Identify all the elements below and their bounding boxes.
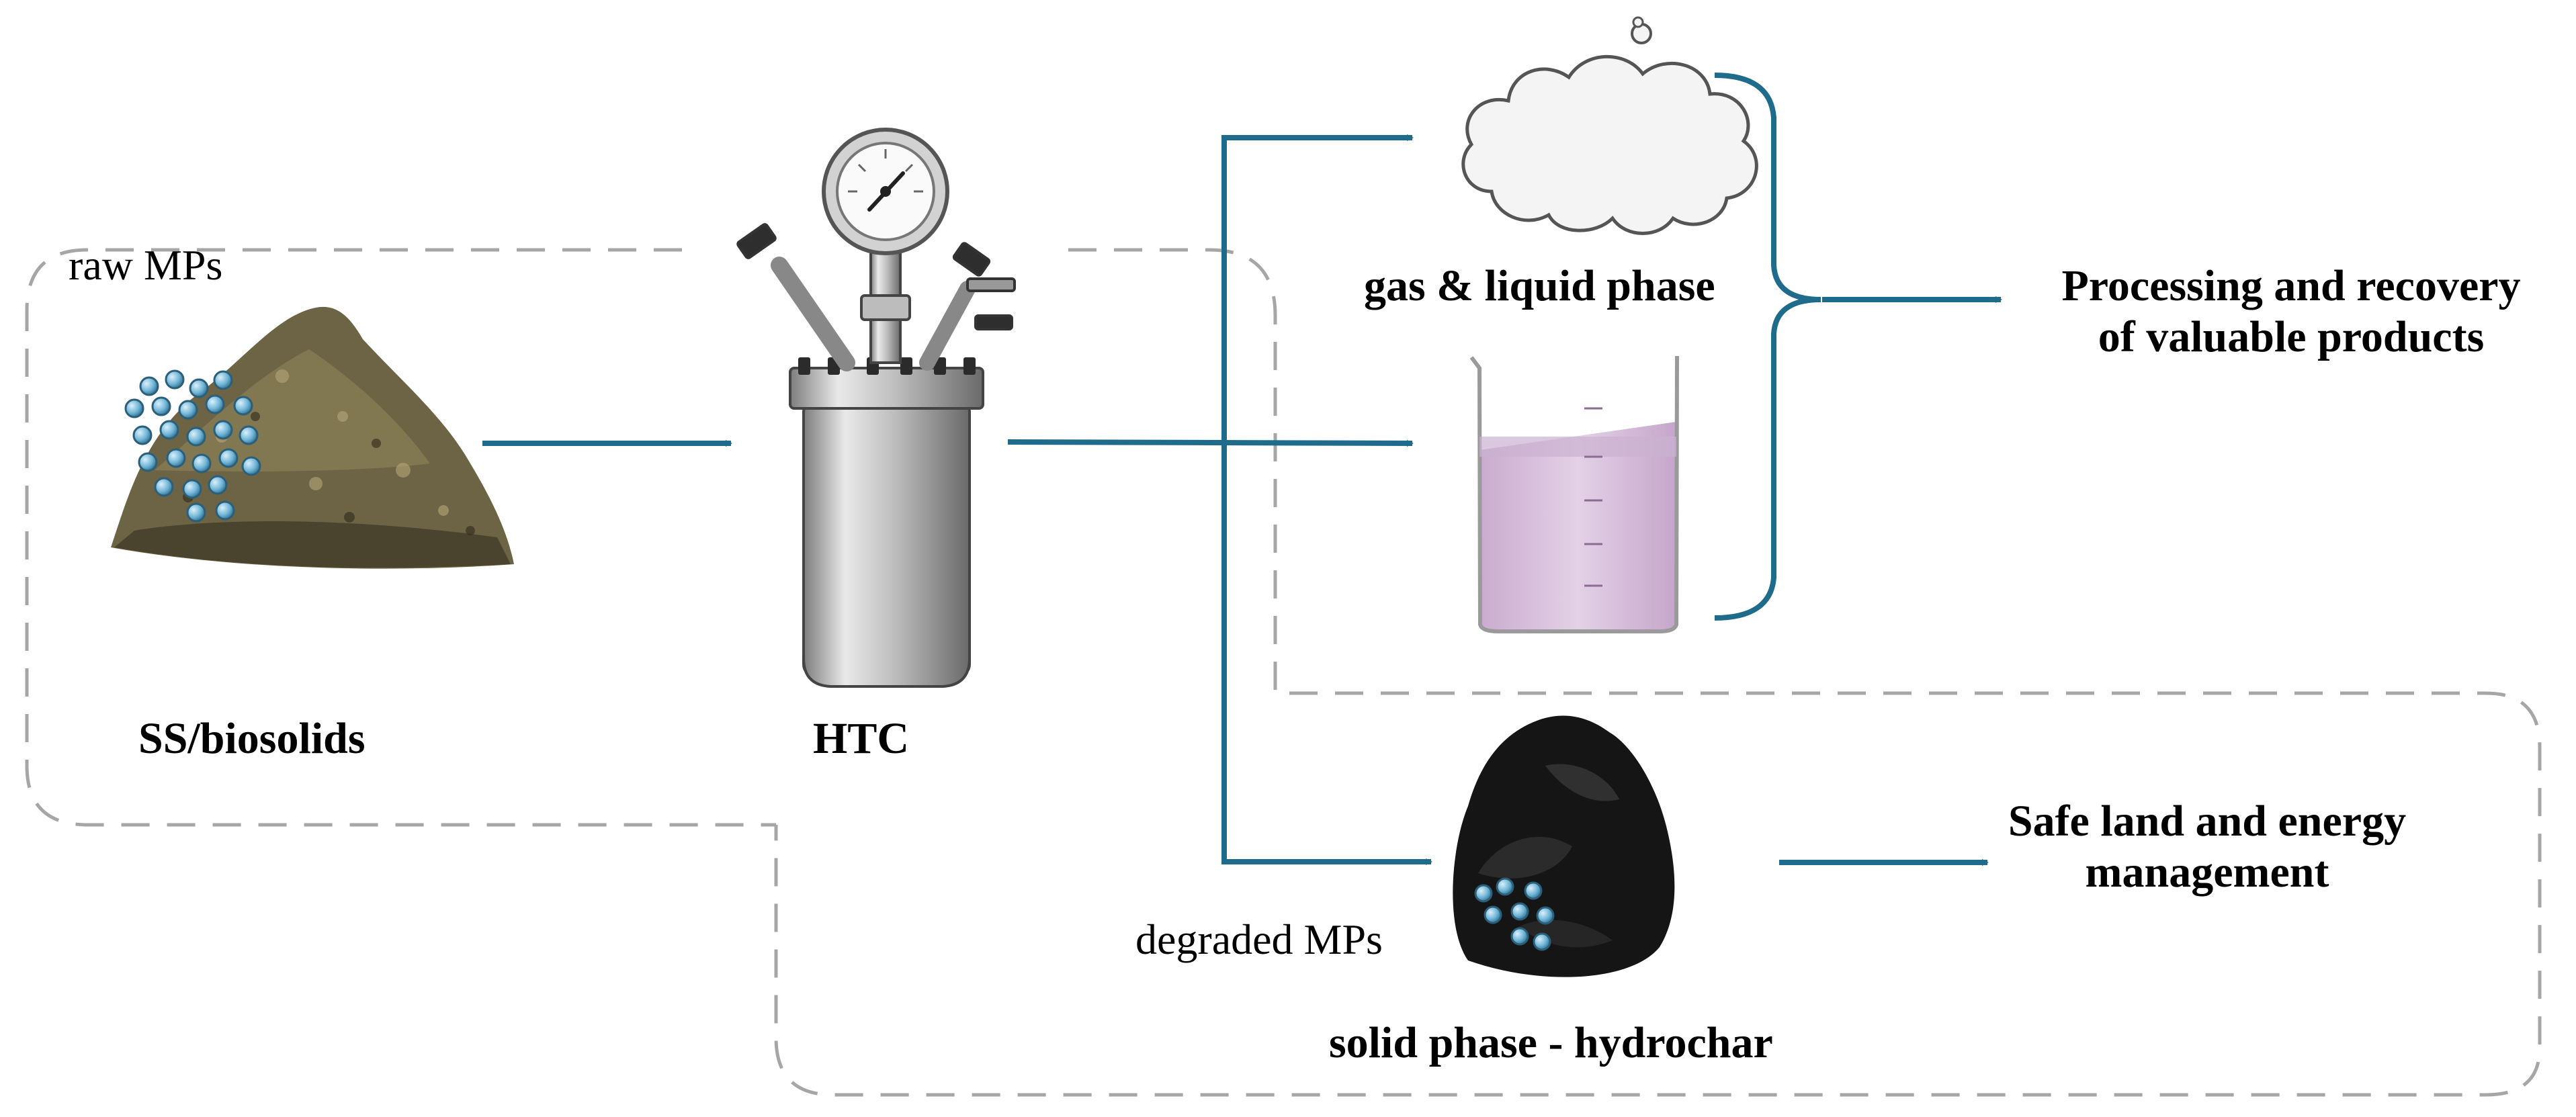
dashed-region-upper [25, 248, 2542, 1097]
solid-phase-label: solid phase - hydrochar [1329, 1018, 1773, 1067]
safe-line-2: management [2085, 848, 2329, 897]
hydrochar-image [1453, 715, 1675, 977]
beaker-image [1469, 355, 1679, 633]
phase-brace [1714, 73, 1821, 621]
safe-management-label: Safe land and energy management [1992, 796, 2422, 898]
degraded-mps-particles [1474, 877, 1555, 951]
raw-mps-particles [124, 369, 261, 523]
safe-line-1: Safe land and energy [2008, 797, 2407, 846]
htc-reactor-image [736, 128, 1016, 688]
gas-cloud-image [1461, 16, 1758, 235]
processing-line-1: Processing and recovery [2061, 261, 2521, 310]
degraded-mps-label: degraded MPs [1135, 915, 1383, 963]
arrow-htc-to-liquid [1007, 439, 1414, 447]
flow-arrows [482, 134, 2002, 866]
htc-label: HTC [813, 714, 910, 763]
sludge-pile-image [111, 306, 514, 569]
ss-biosolids-label: SS/biosolids [138, 714, 366, 763]
gas-liquid-phase-label: gas & liquid phase [1364, 261, 1715, 310]
processing-recovery-label: Processing and recovery of valuable prod… [2006, 261, 2576, 363]
processing-line-2: of valuable products [2098, 312, 2485, 361]
raw-mps-label: raw MPs [69, 241, 223, 289]
